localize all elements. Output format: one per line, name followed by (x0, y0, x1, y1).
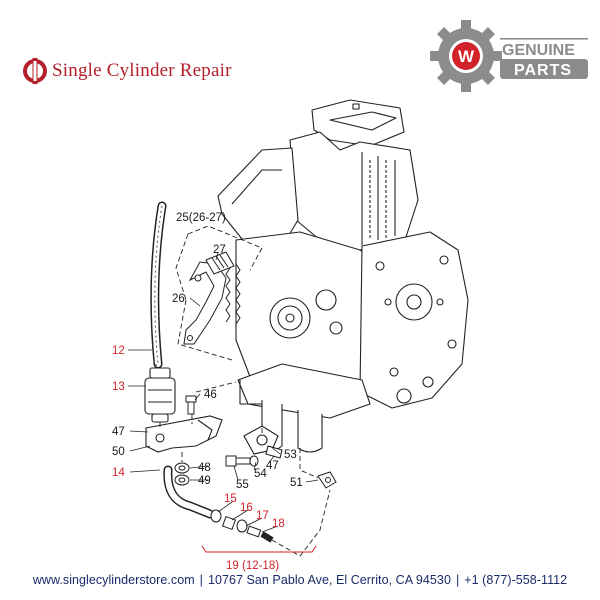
callout-15: 15 (224, 493, 237, 505)
footer-separator: | (199, 573, 203, 587)
brand-header[interactable]: Single Cylinder Repair (22, 56, 232, 86)
callout-17: 17 (256, 510, 269, 522)
store-logo-icon (23, 58, 47, 84)
bracket-group-outline (175, 225, 263, 361)
badge-line1: GENUINE (502, 42, 575, 59)
fuel-filter-13 (144, 367, 176, 423)
fuel-hose-14 (163, 465, 215, 519)
fittings-15-18 (210, 509, 274, 543)
genuine-parts-badge: W GENUINE PARTS (430, 20, 588, 92)
callout-55: 55 (236, 479, 249, 491)
clip-51 (317, 471, 337, 489)
washers-48-49 (174, 462, 190, 486)
engine-illustration (217, 99, 469, 453)
callout-19: 19 (12-18) (226, 560, 279, 572)
footer-separator: | (455, 573, 460, 587)
callout-labels: 12 13 14 15 16 17 18 19 (12-18) 25(26-27… (112, 212, 303, 572)
bracket-26 (183, 261, 241, 345)
routing-lines (155, 364, 331, 557)
store-name: Single Cylinder Repair (52, 60, 232, 81)
footer-phone[interactable]: +1 (877)-558-1112 (464, 573, 568, 587)
callout-47-right: 47 (266, 460, 279, 472)
callout-50: 50 (112, 446, 125, 458)
callout-25: 25(26-27) (176, 212, 226, 224)
footer-address: 10767 San Pablo Ave, El Cerrito, CA 9453… (207, 573, 451, 587)
kit-bracket-19 (201, 545, 317, 553)
callout-48: 48 (198, 462, 211, 474)
callout-49: 49 (198, 475, 211, 487)
callout-18: 18 (272, 518, 285, 530)
callout-51: 51 (290, 477, 303, 489)
fuel-hose-12 (150, 201, 167, 369)
callout-27: 27 (213, 244, 226, 256)
bolt-46 (185, 395, 197, 415)
footer-contact-line: www.singlecylinderstore.com | 10767 San Pa… (0, 573, 600, 587)
bracket-50 (145, 415, 223, 453)
clamp-53 (243, 425, 283, 459)
callout-53: 53 (284, 449, 297, 461)
callout-12: 12 (112, 345, 125, 357)
badge-line2: PARTS (514, 62, 572, 79)
gear-icon (430, 20, 502, 92)
callout-13: 13 (112, 381, 125, 393)
footer-website-link[interactable]: www.singlecylinderstore.com (32, 573, 195, 587)
callout-14: 14 (112, 467, 125, 479)
badge-letter: W (458, 47, 475, 66)
callout-46: 46 (204, 389, 217, 401)
leader-lines (128, 251, 319, 533)
bolt-55 (225, 455, 259, 467)
callout-26: 26 (172, 293, 185, 305)
spring-27 (205, 251, 235, 275)
callout-54: 54 (254, 468, 267, 480)
callout-16: 16 (240, 502, 253, 514)
callout-47-left: 47 (112, 426, 125, 438)
